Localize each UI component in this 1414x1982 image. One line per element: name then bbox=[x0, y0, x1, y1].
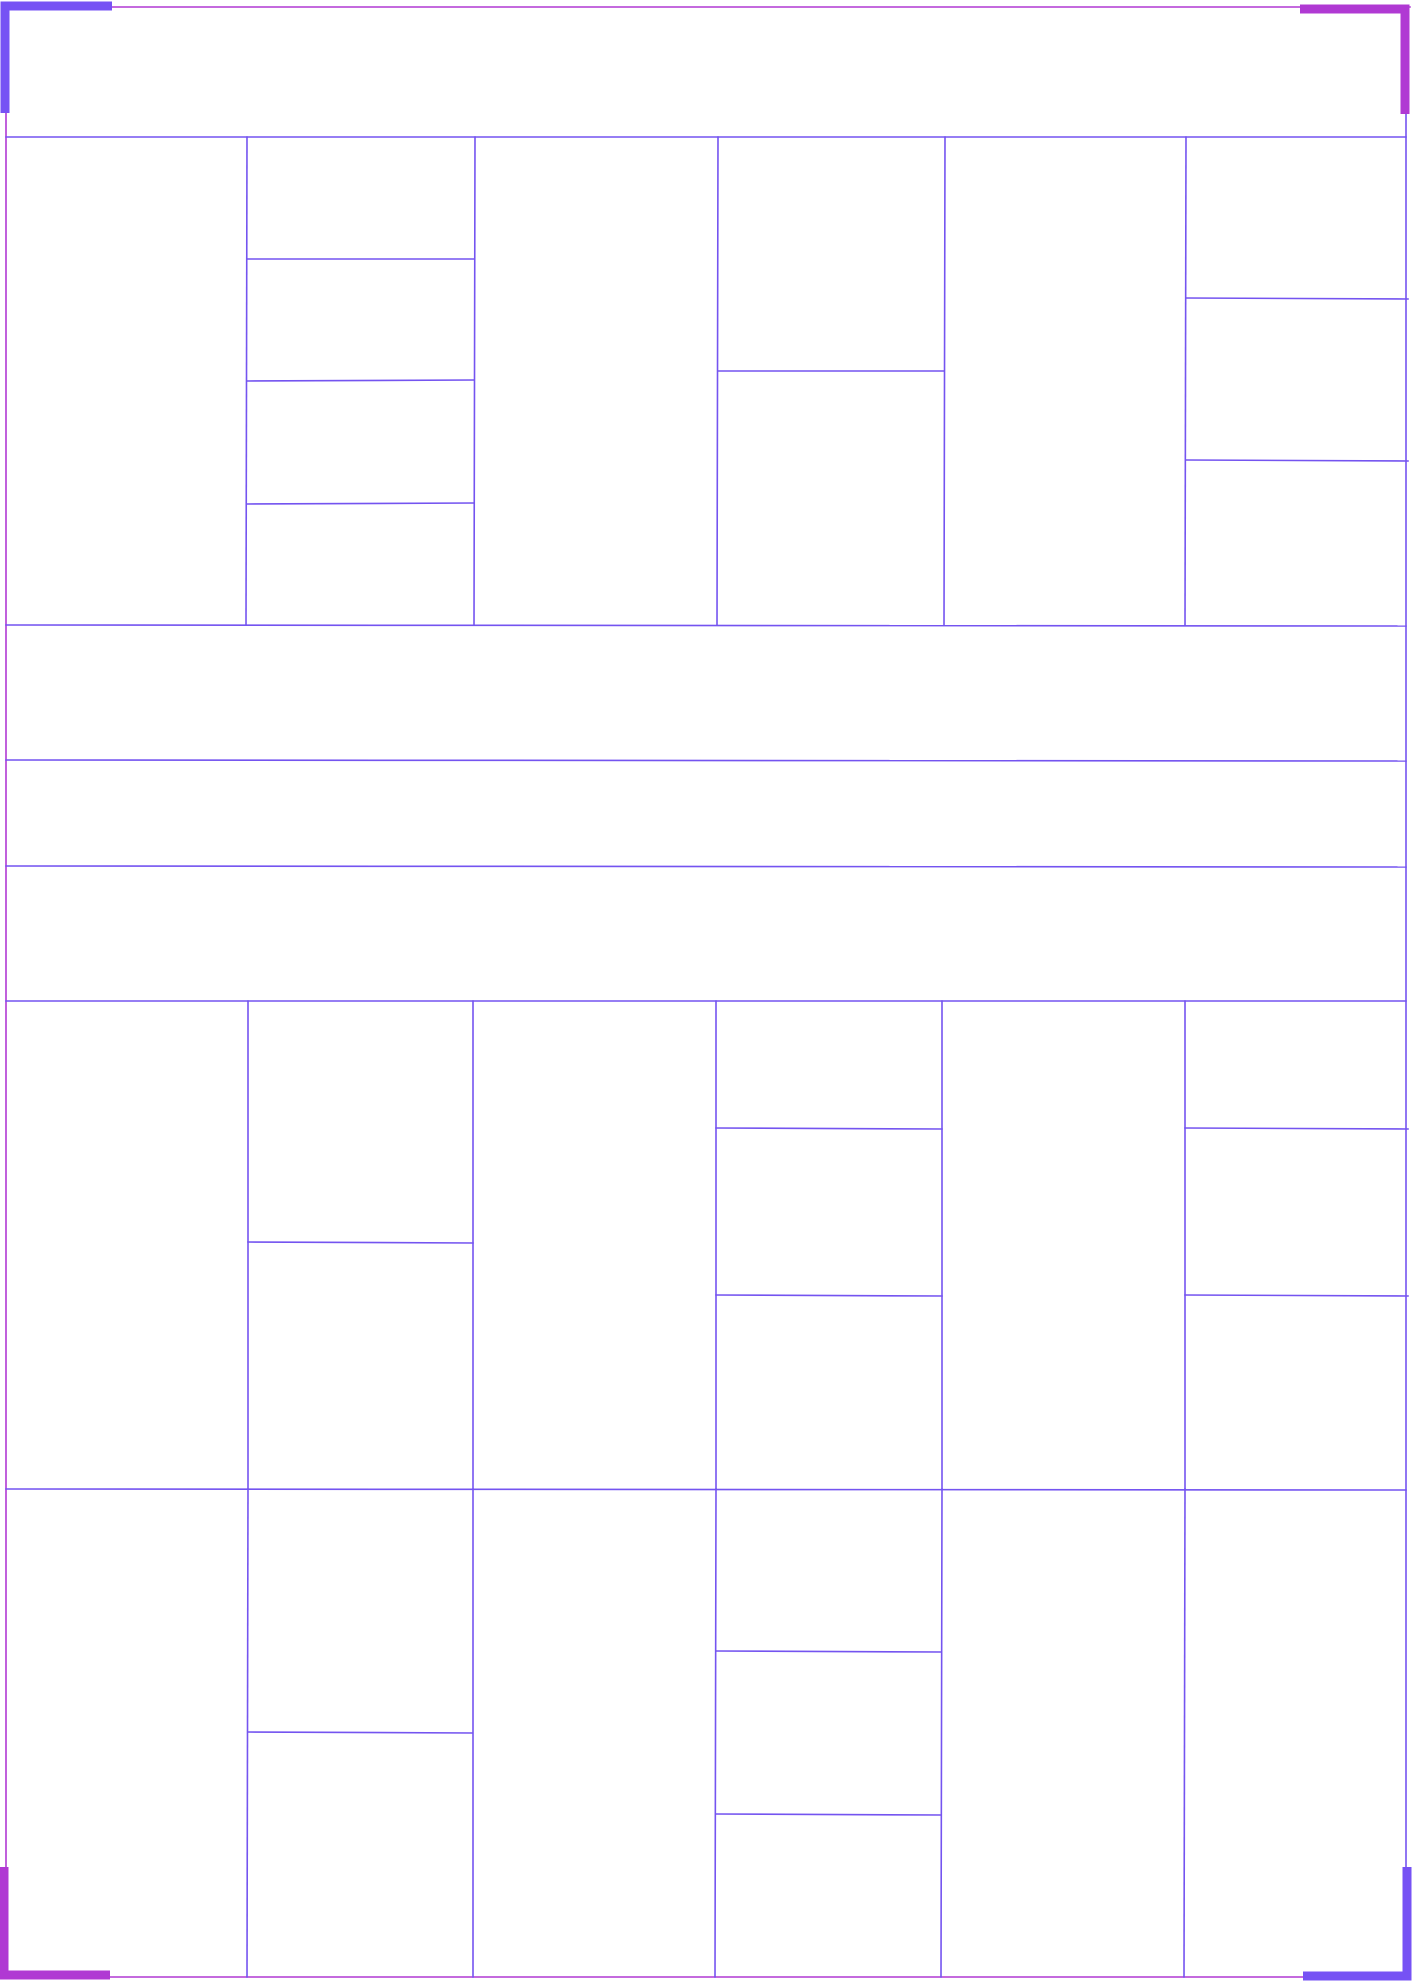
separator-row-2-bottom bbox=[5, 865, 1407, 868]
upper-column-divider-4 bbox=[943, 136, 946, 626]
separator-upper-bottom bbox=[5, 624, 1407, 627]
lower-row-2-column-divider-3 bbox=[714, 1488, 717, 1978]
lower-row-1-col-6-split-2 bbox=[1184, 1294, 1409, 1297]
upper-column-divider-5 bbox=[1184, 136, 1187, 626]
lower-row-2-col-4-split-1 bbox=[715, 1650, 942, 1653]
lower-row-2-column-divider-4 bbox=[940, 1488, 943, 1978]
lower-row-2-col-2-split bbox=[247, 1731, 473, 1734]
corner-bracket-top-left bbox=[0, 1, 112, 113]
corner-bracket-top-right bbox=[1300, 4, 1410, 114]
lower-row-2-column-divider-1 bbox=[246, 1488, 249, 1978]
separator-row-1-bottom bbox=[5, 759, 1407, 762]
corner-bracket-bottom-left bbox=[0, 1867, 110, 1980]
lower-row-1-col-4-split-2 bbox=[715, 1294, 943, 1297]
corner-bracket-bottom-right bbox=[1303, 1867, 1412, 1981]
grid-lines bbox=[5, 6, 1411, 1978]
lower-row-1-col-6-split-1 bbox=[1184, 1127, 1409, 1130]
upper-col-6-split-1 bbox=[1185, 297, 1409, 300]
lower-row-2-column-divider-5 bbox=[1183, 1488, 1186, 1978]
upper-column-divider-2 bbox=[473, 136, 476, 626]
separator-lower-mid bbox=[5, 1488, 1407, 1491]
upper-col-6-split-2 bbox=[1185, 459, 1409, 462]
upper-column-divider-3 bbox=[716, 136, 719, 626]
lower-row-1-col-4-split-1 bbox=[715, 1127, 943, 1130]
lower-row-2-col-4-split-2 bbox=[715, 1813, 942, 1816]
upper-col-2-split-2 bbox=[246, 379, 475, 382]
upper-col-2-split-3 bbox=[246, 502, 475, 505]
lower-row-1-col-2-split bbox=[247, 1241, 474, 1244]
